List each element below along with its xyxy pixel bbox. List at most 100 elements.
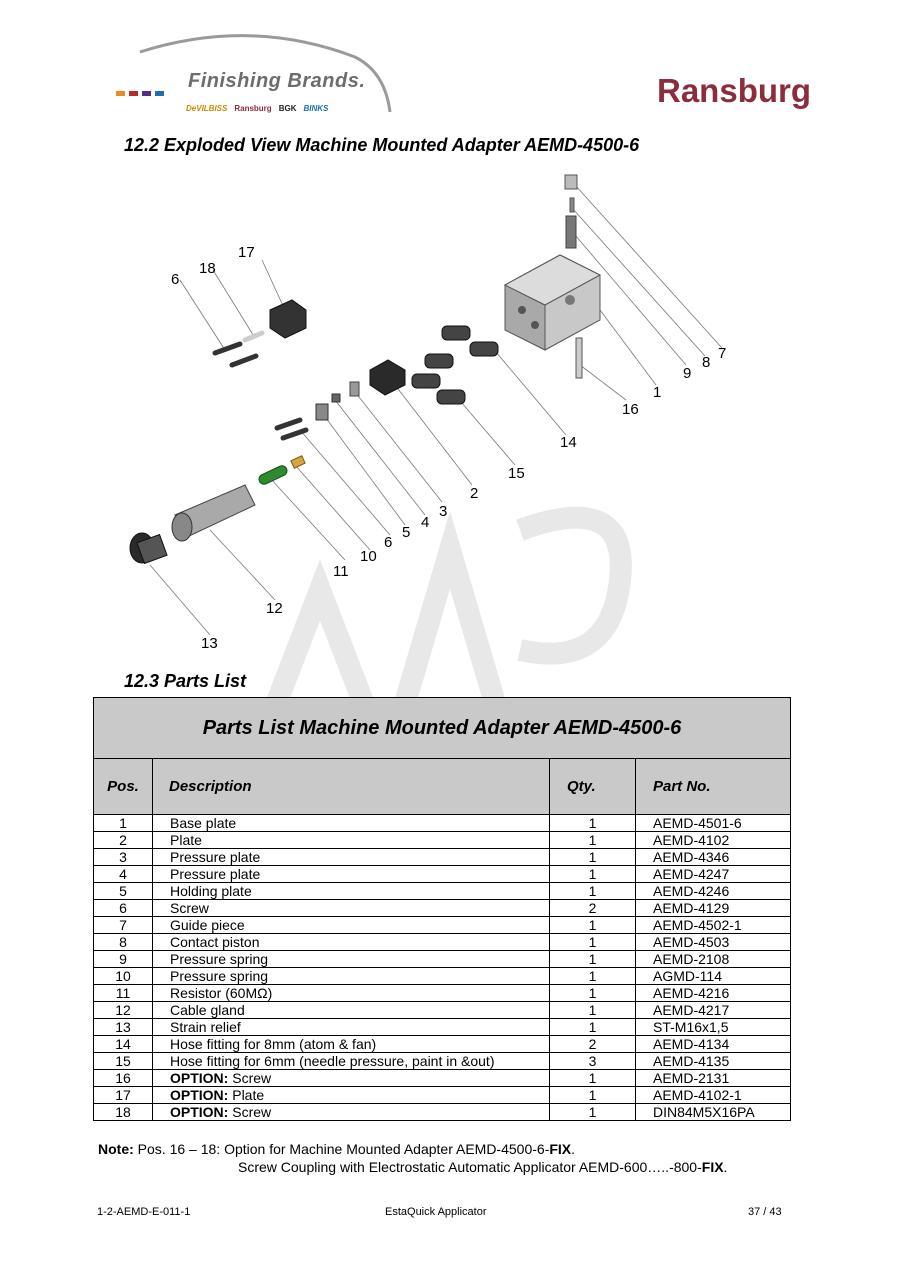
cell-description: Contact piston bbox=[152, 933, 550, 951]
note-text-2: Screw Coupling with Electrostatic Automa… bbox=[238, 1159, 702, 1175]
callout-10: 10 bbox=[360, 548, 377, 565]
footer-page-number: 37 / 43 bbox=[748, 1206, 782, 1218]
cell-pos: 6 bbox=[93, 899, 153, 917]
option-description: Screw bbox=[228, 1104, 272, 1120]
callout-14: 14 bbox=[560, 434, 577, 451]
note-block: Note: Pos. 16 – 18: Option for Machine M… bbox=[98, 1140, 727, 1176]
cell-qty: 1 bbox=[549, 1069, 636, 1087]
section-heading-parts-list: 12.3 Parts List bbox=[124, 671, 247, 691]
callout-16: 16 bbox=[622, 401, 639, 418]
callout-2: 2 bbox=[470, 485, 478, 502]
pressure-plate-small-part bbox=[331, 393, 341, 403]
cell-pos: 1 bbox=[93, 814, 153, 832]
brand-devilbiss: DeVILBISS bbox=[186, 104, 228, 113]
cell-description: Holding plate bbox=[152, 882, 550, 900]
option-screw-part bbox=[575, 337, 583, 379]
pressure-plate-part bbox=[349, 381, 360, 397]
callout-3: 3 bbox=[439, 503, 447, 520]
note-end-2: . bbox=[723, 1159, 728, 1175]
cell-qty: 1 bbox=[549, 814, 636, 832]
option-description: Screw bbox=[228, 1070, 272, 1086]
callout-15: 15 bbox=[508, 465, 525, 482]
table-title: Parts List Machine Mounted Adapter AEMD-… bbox=[93, 697, 791, 759]
brand-binks: BINKS bbox=[303, 104, 329, 113]
table-title-row: Parts List Machine Mounted Adapter AEMD-… bbox=[93, 697, 791, 759]
leader-lines bbox=[149, 184, 723, 636]
cell-pos: 13 bbox=[93, 1018, 153, 1036]
cell-part-no: AGMD-114 bbox=[635, 967, 791, 985]
cell-description: Hose fitting for 8mm (atom & fan) bbox=[152, 1035, 550, 1053]
cell-qty: 2 bbox=[549, 1035, 636, 1053]
cell-part-no: AEMD-4135 bbox=[635, 1052, 791, 1070]
cell-qty: 1 bbox=[549, 1086, 636, 1104]
cell-part-no: DIN84M5X16PA bbox=[635, 1103, 791, 1121]
note-line-2: Screw Coupling with Electrostatic Automa… bbox=[98, 1158, 727, 1176]
cell-description: Strain relief bbox=[152, 1018, 550, 1036]
cell-pos: 4 bbox=[93, 865, 153, 883]
cell-description: Cable gland bbox=[152, 1001, 550, 1019]
resistor-part bbox=[258, 465, 288, 485]
column-header-part-no: Part No. bbox=[635, 758, 791, 815]
cell-part-no: AEMD-4102-1 bbox=[635, 1086, 791, 1104]
option-label: OPTION: bbox=[170, 1104, 229, 1120]
cell-qty: 1 bbox=[549, 984, 636, 1002]
cell-description: Pressure plate bbox=[152, 848, 550, 866]
callout-7: 7 bbox=[718, 345, 726, 362]
cell-pos: 16 bbox=[93, 1069, 153, 1087]
callout-labels: 7 8 9 1 16 14 15 2 3 4 5 6 10 11 12 13 6… bbox=[171, 244, 726, 652]
option-label: OPTION: bbox=[170, 1070, 229, 1086]
note-text-1: Pos. 16 – 18: Option for Machine Mounted… bbox=[133, 1141, 550, 1157]
callout-11: 11 bbox=[333, 563, 349, 580]
note-fix-1: FIX bbox=[549, 1141, 572, 1157]
strain-relief-part bbox=[129, 532, 168, 565]
cell-part-no: AEMD-4501-6 bbox=[635, 814, 791, 832]
brand-bgk: BGK bbox=[278, 104, 297, 113]
callout-4: 4 bbox=[421, 514, 429, 531]
cell-part-no: AEMD-2131 bbox=[635, 1069, 791, 1087]
cell-qty: 1 bbox=[549, 882, 636, 900]
cell-part-no: AEMD-4102 bbox=[635, 831, 791, 849]
cell-qty: 1 bbox=[549, 1001, 636, 1019]
cell-pos: 10 bbox=[93, 967, 153, 985]
callout-6-lower: 6 bbox=[384, 534, 392, 551]
callout-9: 9 bbox=[683, 365, 691, 382]
hose-fittings-part bbox=[411, 325, 499, 405]
cell-qty: 1 bbox=[549, 848, 636, 866]
cell-part-no: AEMD-4246 bbox=[635, 882, 791, 900]
parts-list-table: Parts List Machine Mounted Adapter AEMD-… bbox=[93, 697, 791, 1121]
column-header-qty: Qty. bbox=[549, 758, 636, 815]
cell-qty: 1 bbox=[549, 1018, 636, 1036]
cell-part-no: AEMD-4129 bbox=[635, 899, 791, 917]
note-fix-2: FIX bbox=[701, 1159, 724, 1175]
cell-part-no: AEMD-4346 bbox=[635, 848, 791, 866]
cell-description: Pressure spring bbox=[152, 950, 550, 968]
cell-qty: 2 bbox=[549, 899, 636, 917]
callout-1: 1 bbox=[653, 384, 661, 401]
cell-qty: 1 bbox=[549, 831, 636, 849]
footer-doc-id: 1-2-AEMD-E-011-1 bbox=[97, 1206, 191, 1218]
callout-12: 12 bbox=[266, 600, 283, 617]
footer-product: EstaQuick Applicator bbox=[385, 1206, 487, 1218]
plate-part bbox=[369, 359, 406, 396]
ransburg-logo: Ransburg bbox=[657, 72, 812, 109]
cell-pos: 9 bbox=[93, 950, 153, 968]
cell-pos: 12 bbox=[93, 1001, 153, 1019]
cell-description: Hose fitting for 6mm (needle pressure, p… bbox=[152, 1052, 550, 1070]
section-heading-exploded-view: 12.2 Exploded View Machine Mounted Adapt… bbox=[124, 135, 640, 155]
cell-pos: 2 bbox=[93, 831, 153, 849]
cell-part-no: AEMD-4502-1 bbox=[635, 916, 791, 934]
cell-part-no: AEMD-4503 bbox=[635, 933, 791, 951]
cable-gland-part bbox=[171, 484, 256, 542]
exploded-view-diagram: 7 8 9 1 16 14 15 2 3 4 5 6 10 11 12 13 6… bbox=[129, 174, 726, 652]
callout-5: 5 bbox=[402, 524, 410, 541]
callout-13: 13 bbox=[201, 635, 218, 652]
